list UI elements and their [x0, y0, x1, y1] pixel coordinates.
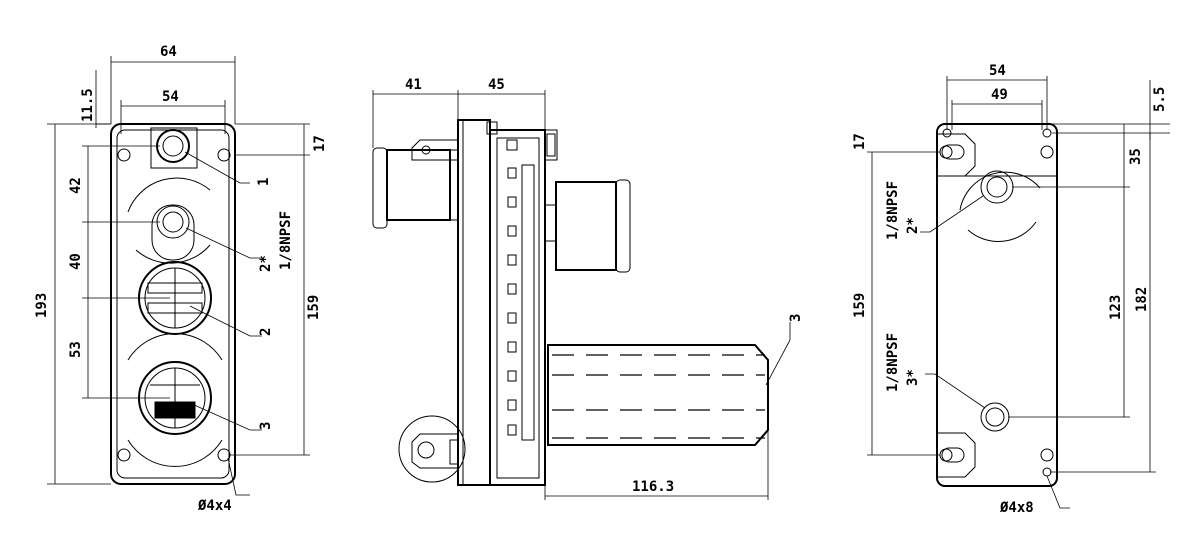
side-callout-3: 3	[788, 314, 804, 322]
front-dim-17: 17	[312, 135, 328, 152]
front-offset-top: 11.5	[80, 88, 96, 122]
side-dim-45: 45	[488, 77, 505, 93]
back-thread-lower: 1/8NPSF	[885, 333, 901, 392]
front-slot-2star	[151, 204, 195, 261]
back-dim-182: 182	[1134, 287, 1150, 312]
front-body-inner	[116, 129, 230, 479]
front-height-inner: 159	[306, 295, 322, 320]
front-port-1	[150, 127, 198, 169]
front-arc-2star	[127, 177, 211, 213]
front-width-outer: 64	[160, 44, 177, 60]
side-view	[372, 90, 791, 500]
side-rail	[521, 164, 535, 441]
front-height-total: 193	[34, 293, 50, 318]
front-hole-spec: Ø4x4	[197, 498, 232, 514]
side-muffler-3	[547, 344, 769, 446]
back-callout-2star: 2*	[905, 217, 921, 234]
front-width-inner: 54	[162, 89, 179, 105]
back-width-outer: 54	[989, 63, 1006, 79]
front-body-outer	[110, 123, 236, 485]
front-callout-1: 1	[256, 178, 272, 186]
back-thread-upper: 1/8NPSF	[885, 181, 901, 240]
side-port-2	[555, 181, 617, 271]
back-arc-2star	[959, 171, 1041, 211]
back-width-inner: 49	[991, 87, 1008, 103]
back-dim-35: 35	[1128, 148, 1144, 165]
back-hole-spec: Ø4x8	[999, 500, 1034, 516]
side-body	[489, 129, 546, 486]
back-hole-br	[1042, 467, 1052, 477]
side-dim-41: 41	[405, 77, 422, 93]
back-dim-17: 17	[852, 133, 868, 150]
side-detail-circle	[398, 415, 466, 483]
back-port-3star	[980, 402, 1010, 432]
back-bracket-top	[937, 133, 976, 177]
front-callout-2: 2	[258, 328, 274, 336]
side-top-fitting	[544, 129, 558, 161]
back-callout-3star: 3*	[905, 369, 921, 386]
side-bracket-top	[411, 139, 458, 161]
back-bracket-bottom	[937, 432, 976, 478]
side-dim-116: 116.3	[632, 479, 674, 495]
back-screw-br	[1040, 448, 1054, 462]
back-view	[867, 76, 1170, 509]
front-dim-42: 42	[68, 177, 84, 194]
front-callout-2star: 2*	[258, 255, 274, 272]
front-thread-label: 1/8NPSF	[278, 211, 294, 270]
front-callout-3: 3	[258, 422, 274, 430]
back-body	[936, 123, 1058, 487]
back-dim-123: 123	[1108, 295, 1124, 320]
front-dim-40: 40	[68, 253, 84, 270]
front-hole-tr	[217, 148, 231, 162]
front-view	[47, 56, 310, 496]
back-hole-tr	[1042, 128, 1052, 138]
back-dim-159: 159	[852, 293, 868, 318]
front-arc-3	[127, 333, 223, 361]
back-offset-top: 5.5	[1152, 87, 1168, 112]
back-screw-tr	[1040, 145, 1054, 159]
front-port-2star	[156, 205, 190, 239]
front-hole-tl	[117, 148, 131, 162]
front-hole-bl	[117, 448, 131, 462]
side-slots	[507, 167, 517, 436]
front-dim-53: 53	[68, 341, 84, 358]
